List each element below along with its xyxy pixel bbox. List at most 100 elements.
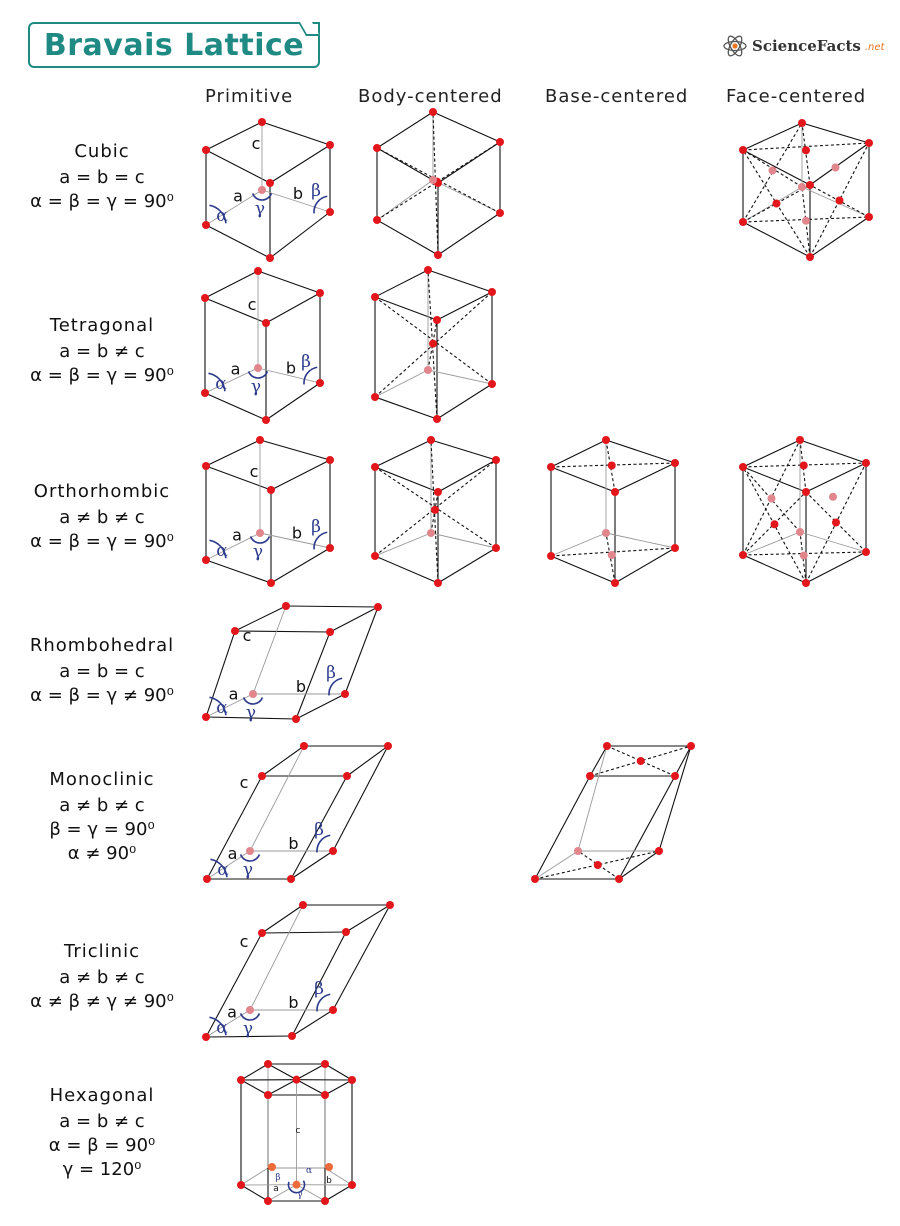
lattice-atom bbox=[373, 144, 381, 152]
row-param: α = β = γ ≠ 90⁰ bbox=[30, 685, 174, 706]
lattice-atom bbox=[384, 742, 392, 750]
hidden-atom bbox=[796, 528, 804, 536]
lattice-edge bbox=[206, 850, 251, 880]
body-diagonal bbox=[376, 147, 501, 214]
lattice-atom bbox=[547, 463, 555, 471]
axis-label-b: b bbox=[288, 993, 298, 1012]
axis-label-c: c bbox=[250, 462, 259, 481]
lattice-edge bbox=[550, 466, 616, 493]
lattice-atom bbox=[201, 294, 209, 302]
column-header-base-centered: Base-centered bbox=[545, 86, 689, 107]
lattice-atom bbox=[202, 1033, 210, 1041]
lattice-atom bbox=[326, 208, 334, 216]
lattice-atom bbox=[371, 463, 379, 471]
row-param: a = b ≠ c bbox=[59, 1111, 145, 1132]
lattice-edge bbox=[376, 219, 439, 256]
hidden-atom bbox=[292, 1180, 301, 1189]
lattice-edge bbox=[205, 465, 272, 491]
lattice-edge bbox=[427, 369, 493, 385]
axis-label-a: a bbox=[231, 360, 241, 379]
row-param: a = b = c bbox=[59, 661, 145, 682]
lattice-edge bbox=[618, 850, 660, 880]
lattice-atom bbox=[321, 1197, 329, 1205]
lattice-edge bbox=[436, 291, 493, 321]
axis-label-b: b bbox=[293, 184, 303, 203]
lattice-atom bbox=[202, 713, 210, 721]
lattice-atom bbox=[371, 552, 379, 560]
hex-spoke bbox=[267, 1184, 297, 1202]
lattice-edge bbox=[205, 716, 297, 720]
lattice-atom bbox=[373, 216, 381, 224]
lattice-edge bbox=[430, 439, 497, 461]
lattice-edge bbox=[345, 904, 391, 933]
lattice-edge bbox=[374, 269, 429, 298]
lattice-atom bbox=[433, 415, 441, 423]
lattice-atom bbox=[424, 266, 432, 274]
lattice-atom bbox=[739, 146, 747, 154]
face-diagonal bbox=[605, 532, 616, 584]
lattice-edge bbox=[291, 1009, 334, 1037]
lattice-atom bbox=[806, 253, 814, 261]
lattice-edge bbox=[427, 269, 493, 293]
lattice-edge bbox=[332, 904, 391, 1011]
lattice-atom bbox=[496, 209, 504, 217]
lattice-atom bbox=[802, 488, 810, 496]
beta-angle-arc bbox=[313, 195, 328, 214]
lattice-edge bbox=[742, 466, 807, 493]
alpha-angle-arc bbox=[210, 858, 228, 878]
lattice-atom bbox=[862, 459, 870, 467]
lattice-atom bbox=[237, 1076, 245, 1084]
lattice-edge bbox=[550, 532, 607, 557]
lattice-edge bbox=[344, 606, 379, 695]
lattice-edge bbox=[295, 693, 346, 720]
lattice-edge bbox=[257, 367, 321, 384]
brand-suffix: .net bbox=[864, 42, 885, 53]
lattice-atom bbox=[799, 461, 808, 470]
row-param: a = b ≠ c bbox=[59, 341, 145, 362]
lattice-atom bbox=[862, 548, 870, 556]
lattice-edge bbox=[205, 1009, 251, 1038]
lattice-edge bbox=[374, 396, 438, 420]
lattice-atom bbox=[492, 544, 500, 552]
lattice-edge bbox=[324, 1184, 353, 1202]
lattice-atom bbox=[488, 380, 496, 388]
lattice-edge bbox=[240, 1167, 269, 1186]
lattice-atom bbox=[611, 488, 619, 496]
lattice-atom bbox=[429, 339, 437, 348]
lattice-atom bbox=[264, 1197, 272, 1205]
lattice-atom bbox=[321, 1060, 329, 1068]
axis-label-gamma: γ bbox=[251, 377, 261, 397]
gamma-angle-arc bbox=[247, 371, 269, 379]
brand-logo[interactable]: ScienceFacts .net bbox=[722, 34, 884, 58]
axis-label-beta: β bbox=[326, 663, 336, 683]
lattice-edge bbox=[605, 532, 676, 549]
title-box: Bravais Lattice bbox=[28, 22, 320, 68]
lattice-atom bbox=[739, 218, 747, 226]
lattice-edge bbox=[805, 551, 867, 584]
hidden-atom bbox=[268, 1163, 276, 1171]
axis-label-beta: β bbox=[301, 352, 311, 372]
lattice-atom bbox=[371, 393, 379, 401]
lattice-atom bbox=[607, 461, 616, 470]
gamma-angle-arc bbox=[239, 1013, 261, 1021]
axis-label-c: c bbox=[252, 134, 261, 153]
axis-label-alpha: α bbox=[306, 1166, 312, 1176]
lattice-edge bbox=[290, 850, 334, 880]
lattice-edge bbox=[742, 439, 801, 468]
lattice-atom bbox=[531, 875, 539, 883]
hidden-atom bbox=[246, 847, 254, 855]
axis-label-c: c bbox=[240, 773, 249, 792]
lattice-atom bbox=[671, 544, 679, 552]
lattice-atom bbox=[203, 875, 211, 883]
row-label-monoclinic: Monoclinic a ≠ b ≠ c β = γ = 90⁰ α ≠ 90⁰ bbox=[12, 768, 192, 866]
lattice-atom bbox=[264, 1060, 272, 1068]
lattice-atom bbox=[256, 436, 264, 444]
lattice-edge bbox=[324, 1063, 353, 1081]
hidden-atom bbox=[768, 166, 777, 175]
lattice-atom bbox=[772, 199, 781, 208]
lattice-edge bbox=[346, 745, 389, 777]
beta-angle-arc bbox=[316, 834, 331, 853]
lattice-edge bbox=[259, 532, 331, 549]
lattice-edge bbox=[270, 547, 331, 584]
